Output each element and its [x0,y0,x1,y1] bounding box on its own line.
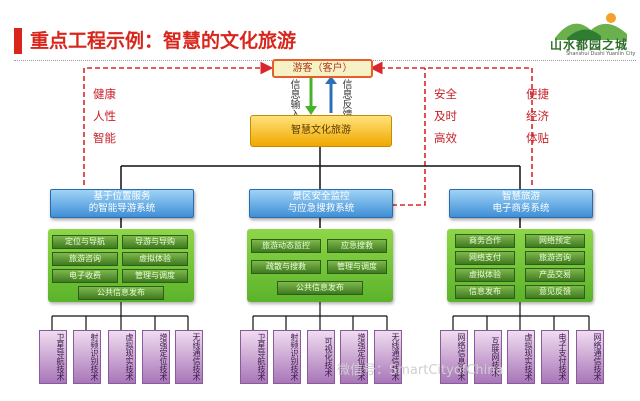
benefit-right-a-3: 高效 [434,131,457,145]
tech-box: 增强定位技术 [340,330,368,384]
module-chip: 虚拟体验 [455,268,515,282]
page-title: 重点工程示例：智慧的文化旅游 [30,30,297,52]
city-logo-icon [555,13,627,40]
module-chip: 网络预定 [525,234,585,248]
module-chip: 意见反馈 [525,285,585,299]
module-panel-ecommerce: 商务合作 网络预定 网络支付 旅游咨询 虚拟体验 产品交易 信息发布 意见反馈 [447,229,593,302]
tech-box: 卫星导航技术 [39,330,67,384]
visitor-node: 游客（客户） [272,59,373,78]
info-input-label: 信息输入 [288,79,299,119]
tech-box: 卫星导航技术 [240,330,268,384]
system-name-line2: 电子商务系统 [492,203,550,214]
tech-box: 电子支付技术 [541,330,569,384]
benefit-left-1: 健康 [93,87,116,101]
module-chip: 管理与调度 [327,260,387,274]
system-name-line2: 的智能导游系统 [88,203,156,214]
module-panel-safety: 旅游动态监控 应急搜救 疏散与搜救 管理与调度 公共信息发布 [247,229,393,302]
module-chip: 公共信息发布 [277,281,363,295]
tech-box: 虚拟现实技术 [108,330,136,384]
module-chip: 定位与导航 [52,235,118,249]
module-chip: 旅游动态监控 [251,239,321,253]
system-name-line1: 基于位置服务 [93,191,151,202]
benefit-left-2: 人性 [93,109,116,123]
logo-text: 山水都园之城 [550,38,629,52]
core-node: 智慧文化旅游 [250,115,392,147]
system-node-safety: 景区安全监控 与应急搜救系统 [249,189,393,218]
tech-box: 增强定位技术 [142,330,170,384]
module-chip: 疏散与搜救 [251,260,321,274]
tech-box: 网络信息技术 [440,330,468,384]
module-chip: 旅游咨询 [525,251,585,265]
tech-box: 互联网技术 [474,330,502,384]
benefit-right-b-3: 体贴 [526,131,549,145]
system-node-guide: 基于位置服务 的智能导游系统 [50,189,194,218]
system-name-line2: 与应急搜救系统 [287,203,355,214]
benefit-right-b-2: 经济 [526,109,549,123]
module-chip: 商务合作 [455,234,515,248]
module-chip: 网络支付 [455,251,515,265]
module-chip: 管理与调度 [122,269,188,283]
module-chip: 信息发布 [455,285,515,299]
module-chip: 导游与导购 [122,235,188,249]
tech-box: 可视化技术 [307,330,335,384]
system-name-line1: 智慧旅游 [501,191,540,202]
logo-subtitle: Shanshui Dushi Yuanlin City [566,51,636,57]
tech-box: 射频识别技术 [273,330,301,384]
tech-box: 虚拟现实技术 [507,330,535,384]
module-chip: 电子收费 [52,269,118,283]
benefit-right-a-2: 及时 [434,109,457,123]
module-chip: 应急搜救 [327,239,387,253]
system-node-ecommerce: 智慧旅游 电子商务系统 [449,189,593,218]
module-chip: 公共信息发布 [78,286,164,300]
tech-box: 无线通信技术 [175,330,203,384]
module-chip: 旅游咨询 [52,252,118,266]
tech-box: 无线通信技术 [374,330,402,384]
info-feedback-label: 信息反馈 [340,79,351,119]
watermark: 微信号：SmartCityofChina [337,363,504,378]
tech-box: 网络通信技术 [576,330,604,384]
benefit-right-b-1: 便捷 [526,87,549,101]
title-accent-bar [14,28,22,54]
module-chip: 产品交易 [525,268,585,282]
tech-box: 射频识别技术 [73,330,101,384]
benefit-left-3: 智能 [93,131,116,145]
module-chip: 虚拟体验 [122,252,188,266]
module-panel-guide: 定位与导航 导游与导购 旅游咨询 虚拟体验 电子收费 管理与调度 公共信息发布 [48,229,194,302]
benefit-right-a-1: 安全 [434,87,457,101]
system-name-line1: 景区安全监控 [292,191,350,202]
